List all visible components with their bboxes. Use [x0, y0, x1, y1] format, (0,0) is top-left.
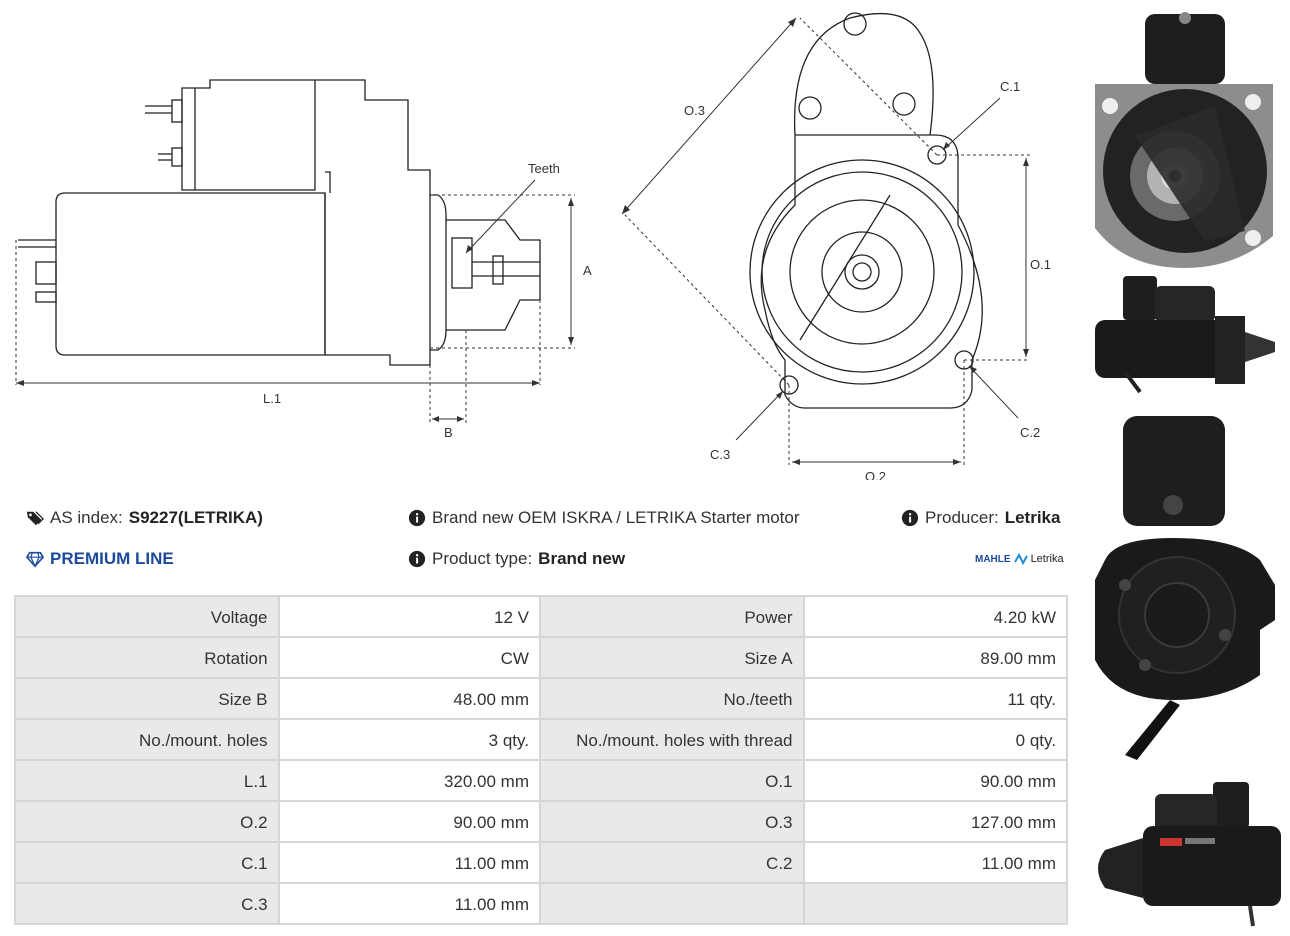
size-b-label: B — [444, 425, 453, 440]
tags-icon — [26, 511, 44, 526]
spec-value: 11 qty. — [802, 677, 1069, 720]
o2-label: O.2 — [865, 469, 886, 480]
spec-label: C.1 — [14, 841, 280, 884]
spec-label: Rotation — [14, 636, 280, 679]
producer-label: Producer: — [925, 508, 999, 527]
spec-label: No./mount. holes with thread — [538, 718, 805, 761]
length-l1-label: L.1 — [263, 391, 281, 406]
mahle-letrika-logo: MAHLE Letrika — [975, 553, 1064, 565]
info-icon — [901, 509, 919, 527]
spec-label: O.1 — [538, 759, 805, 802]
spec-value: 89.00 mm — [802, 636, 1069, 679]
spec-value: 3 qty. — [277, 718, 541, 761]
spec-label: Power — [538, 595, 805, 638]
starter-photo-back — [1095, 416, 1275, 760]
starter-photo-side — [1095, 276, 1275, 394]
c1-label: C.1 — [1000, 79, 1020, 94]
as-index-label: AS index: — [50, 508, 123, 527]
starter-photo-side-rear — [1098, 782, 1281, 927]
spec-empty-cell — [538, 882, 805, 925]
spec-label: C.3 — [14, 882, 280, 925]
starter-front-view-drawing: O.1 O.2 O.3 C.1 C.2 C.3 — [621, 12, 1051, 480]
spec-label: O.3 — [538, 800, 805, 843]
premium-line-badge: PREMIUM LINE — [26, 549, 174, 569]
spec-value: 11.00 mm — [277, 882, 541, 925]
producer-row: Producer: Letrika — [901, 508, 1060, 528]
spec-label: No./mount. holes — [14, 718, 280, 761]
spec-value: 12 V — [277, 595, 541, 638]
spec-value: 90.00 mm — [802, 759, 1069, 802]
o1-label: O.1 — [1030, 257, 1051, 272]
spec-label: No./teeth — [538, 677, 805, 720]
spec-label: C.2 — [538, 841, 805, 884]
teeth-label: Teeth — [528, 161, 560, 176]
info-icon — [408, 509, 426, 527]
description-row: Brand new OEM ISKRA / LETRIKA Starter mo… — [408, 508, 800, 528]
starter-side-view-drawing: Teeth A B L.1 — [15, 79, 592, 440]
spec-label: Size A — [538, 636, 805, 679]
size-a-label: A — [583, 263, 592, 278]
spec-value: 4.20 kW — [802, 595, 1069, 638]
letrika-wave-icon — [1013, 553, 1028, 565]
spec-value: 48.00 mm — [277, 677, 541, 720]
spec-value: 90.00 mm — [277, 800, 541, 843]
spec-value: 11.00 mm — [277, 841, 541, 884]
spec-empty-cell — [802, 882, 1069, 925]
spec-value: CW — [277, 636, 541, 679]
spec-label: Voltage — [14, 595, 280, 638]
spec-value: 320.00 mm — [277, 759, 541, 802]
spec-value: 127.00 mm — [802, 800, 1069, 843]
starter-photo-front — [1095, 12, 1273, 268]
product-description: Brand new OEM ISKRA / LETRIKA Starter mo… — [432, 508, 800, 527]
spec-label: Size B — [14, 677, 280, 720]
spec-label: L.1 — [14, 759, 280, 802]
letrika-logo-text: Letrika — [1030, 553, 1064, 565]
c2-label: C.2 — [1020, 425, 1040, 440]
product-type-value: Brand new — [538, 549, 626, 568]
premium-line-text: PREMIUM LINE — [50, 549, 174, 568]
product-type-row: Product type: Brand new — [408, 549, 625, 569]
as-index-value: S9227(LETRIKA) — [128, 508, 263, 527]
product-type-label: Product type: — [432, 549, 533, 568]
info-icon — [408, 550, 426, 568]
c3-label: C.3 — [710, 447, 730, 462]
mahle-logo-text: MAHLE — [975, 553, 1011, 565]
as-index-row: AS index: S9227(LETRIKA) — [26, 508, 263, 528]
spec-label: O.2 — [14, 800, 280, 843]
spec-value: 0 qty. — [802, 718, 1069, 761]
spec-value: 11.00 mm — [802, 841, 1069, 884]
producer-value: Letrika — [1004, 508, 1061, 527]
o3-label: O.3 — [684, 103, 705, 118]
diamond-icon — [26, 551, 44, 568]
